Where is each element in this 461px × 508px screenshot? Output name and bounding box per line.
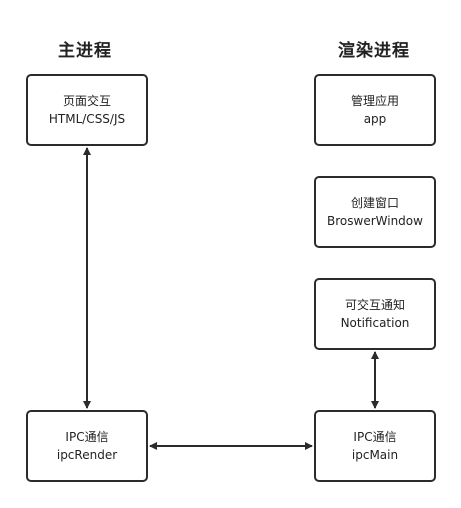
main-process-heading: 主进程 [58, 41, 112, 61]
page-interaction-subtitle: HTML/CSS/JS [48, 112, 126, 126]
create-window-title: 创建窗口 [350, 196, 399, 210]
manage-app-box: 管理应用 app [314, 74, 436, 146]
ipc-main-title: IPC通信 [353, 430, 397, 444]
create-window-subtitle: BroswerWindow [327, 214, 423, 228]
page-interaction-title: 页面交互 [62, 94, 111, 108]
create-window-box: 创建窗口 BroswerWindow [314, 176, 436, 248]
ipc-main-box: IPC通信 ipcMain [314, 410, 436, 482]
ipc-render-subtitle: ipcRender [56, 448, 118, 462]
manage-app-title: 管理应用 [350, 94, 399, 108]
notification-title: 可交互通知 [344, 298, 405, 312]
manage-app-subtitle: app [363, 112, 387, 126]
notification-box: 可交互通知 Notification [314, 278, 436, 350]
ipc-render-title: IPC通信 [65, 430, 109, 444]
page-interaction-box: 页面交互 HTML/CSS/JS [26, 74, 148, 146]
render-process-heading: 渲染进程 [338, 41, 410, 61]
ipc-main-subtitle: ipcMain [351, 448, 399, 462]
notification-subtitle: Notification [340, 316, 410, 330]
ipc-render-box: IPC通信 ipcRender [26, 410, 148, 482]
